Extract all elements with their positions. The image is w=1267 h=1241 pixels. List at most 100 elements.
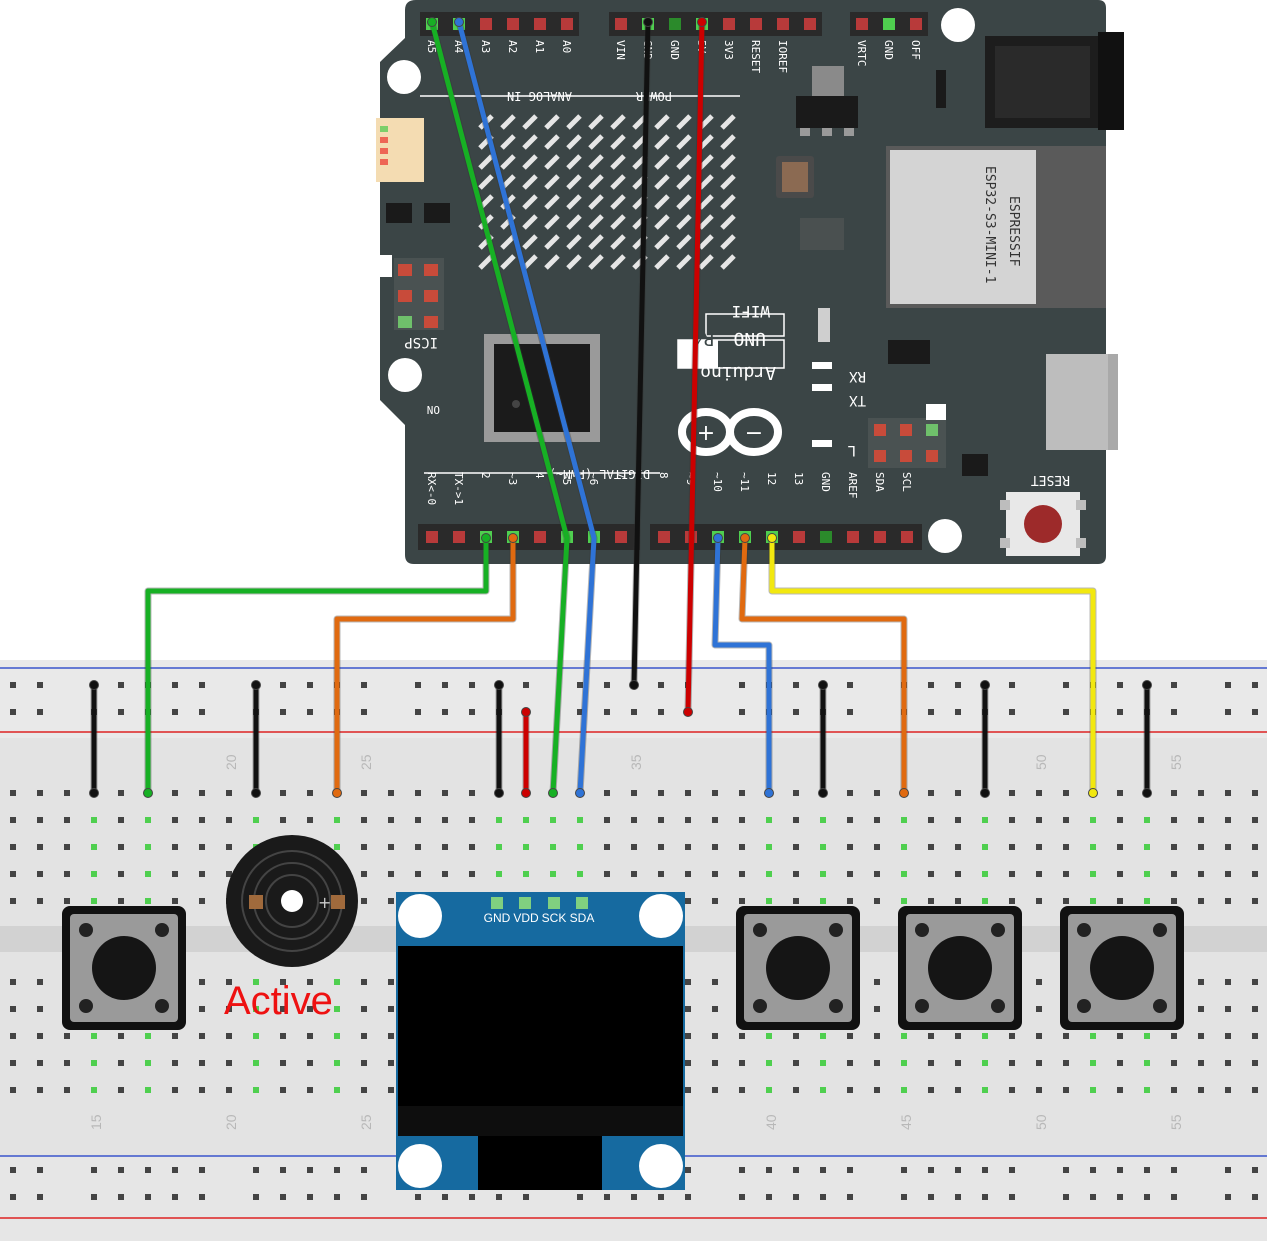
pin-label: VIN [614,40,627,60]
mounting-hole [388,358,422,392]
pin3-buzzer-wire [332,533,518,798]
column-number: 20 [223,1114,239,1130]
column-number: 45 [898,1114,914,1130]
column-number: 50 [1033,1114,1049,1130]
oled-pin-vdd: VDD [513,911,539,925]
pin-label: ~3 [506,472,519,485]
esp32-module: ESPRESSIF ESP32-S3-MINI-1 [886,146,1106,308]
module-model: ESP32-S3-MINI-1 [982,166,997,283]
push-button[interactable] [62,906,186,1030]
voltage-regulator [796,66,858,136]
gnd-rail-wire [629,17,653,690]
a5-sda-wire [427,17,571,798]
microcontroller [484,334,600,442]
pin-label: A2 [506,40,519,53]
oled-pin-gnd: GND [484,911,511,925]
column-number: 55 [1168,754,1184,770]
column-number: 35 [628,754,644,770]
buzzer-label: Active [224,979,333,1023]
5v-rail-wire [683,17,707,717]
pin-label: GND [668,40,681,60]
push-button[interactable] [1060,906,1184,1030]
chip [424,203,450,223]
vcc-jumper-wire [521,707,531,798]
pin-label: IOREF [776,40,789,73]
pin-label: GND [882,40,895,60]
pin-label: A5 [425,40,438,53]
pin-label: 8 [657,472,670,479]
icsp-header-2 [868,418,946,468]
gnd-jumper-wire [818,680,828,798]
column-number: 25 [358,1114,374,1130]
pin-label: 2 [479,472,492,479]
pin-label: 7 [614,472,627,479]
led-matrix [468,110,752,280]
oled-display: GND VDD SCK SDA [396,892,685,1190]
column-number: 25 [358,754,374,770]
module-vendor: ESPRESSIF [1006,196,1021,267]
wires [89,17,1152,798]
tx-label: TX [849,392,866,408]
reset-button[interactable] [1000,492,1086,556]
oled-pin-sda: SDA [570,911,595,925]
pin-label: 4 [533,472,546,479]
pin-label: SDA [873,472,886,492]
rx-label: RX [849,368,866,384]
gnd-jumper-wire [251,680,261,798]
led-l-label: L [848,442,856,458]
arduino-board: ESPRESSIF ESP32-S3-MINI-1 [376,0,1124,564]
pin-label: ~6 [587,472,600,485]
pin-label: ~11 [738,472,751,492]
mounting-hole [928,519,962,553]
pin12-button-wire [767,533,1098,798]
pin-label: RESET [749,40,762,73]
column-number: 40 [763,1114,779,1130]
reset-label: RESET [1031,472,1070,487]
pin-label: ~10 [711,472,724,492]
board-name-uno: UNO [733,328,766,349]
svg-text:+: + [697,421,715,446]
qwiic-connector [376,118,424,182]
pin-label: 12 [765,472,778,485]
column-number: 50 [1033,754,1049,770]
push-button[interactable] [736,906,860,1030]
pin-label: 3V3 [722,40,735,60]
pin-label: 13 [792,472,805,485]
chip [386,203,412,223]
chip [962,454,988,476]
gnd-jumper-wire [494,680,504,798]
pin11-button-wire [738,533,909,798]
usb-c-connector [1046,354,1118,450]
pin10-button-wire [711,533,774,798]
a4-scl-wire [454,17,598,798]
pin-label: OFF [909,40,922,60]
mounting-hole [387,60,421,94]
pin-label: VRTC [855,40,868,67]
brand-label: Arduino [700,362,776,383]
mounting-hole [941,8,975,42]
pin-label: SCL [900,472,913,492]
arduino-logo: + − [678,408,782,456]
pin-label: A3 [479,40,492,53]
dc-power-jack [985,32,1124,130]
chip [888,340,930,364]
pin2-button-wire [143,533,491,798]
svg-text:+: + [318,893,331,912]
push-button[interactable] [898,906,1022,1030]
chip [800,218,844,250]
pin-label: GND [819,472,832,492]
pin-label: AREF [846,472,859,499]
column-number: 15 [88,1114,104,1130]
pin-label: A4 [452,40,465,54]
column-number: 55 [1168,1114,1184,1130]
oled-pin-sck: SCK [542,911,567,925]
pin-label: A0 [560,40,573,53]
icsp-label: ICSP [404,334,438,350]
board-wifi-label: WIFI [731,302,770,321]
active-buzzer: + [226,835,358,967]
pin-label: ~5 [560,472,573,485]
gnd-jumper-wire [89,680,99,798]
column-number: 20 [223,754,239,770]
svg-text:−: − [745,421,763,446]
